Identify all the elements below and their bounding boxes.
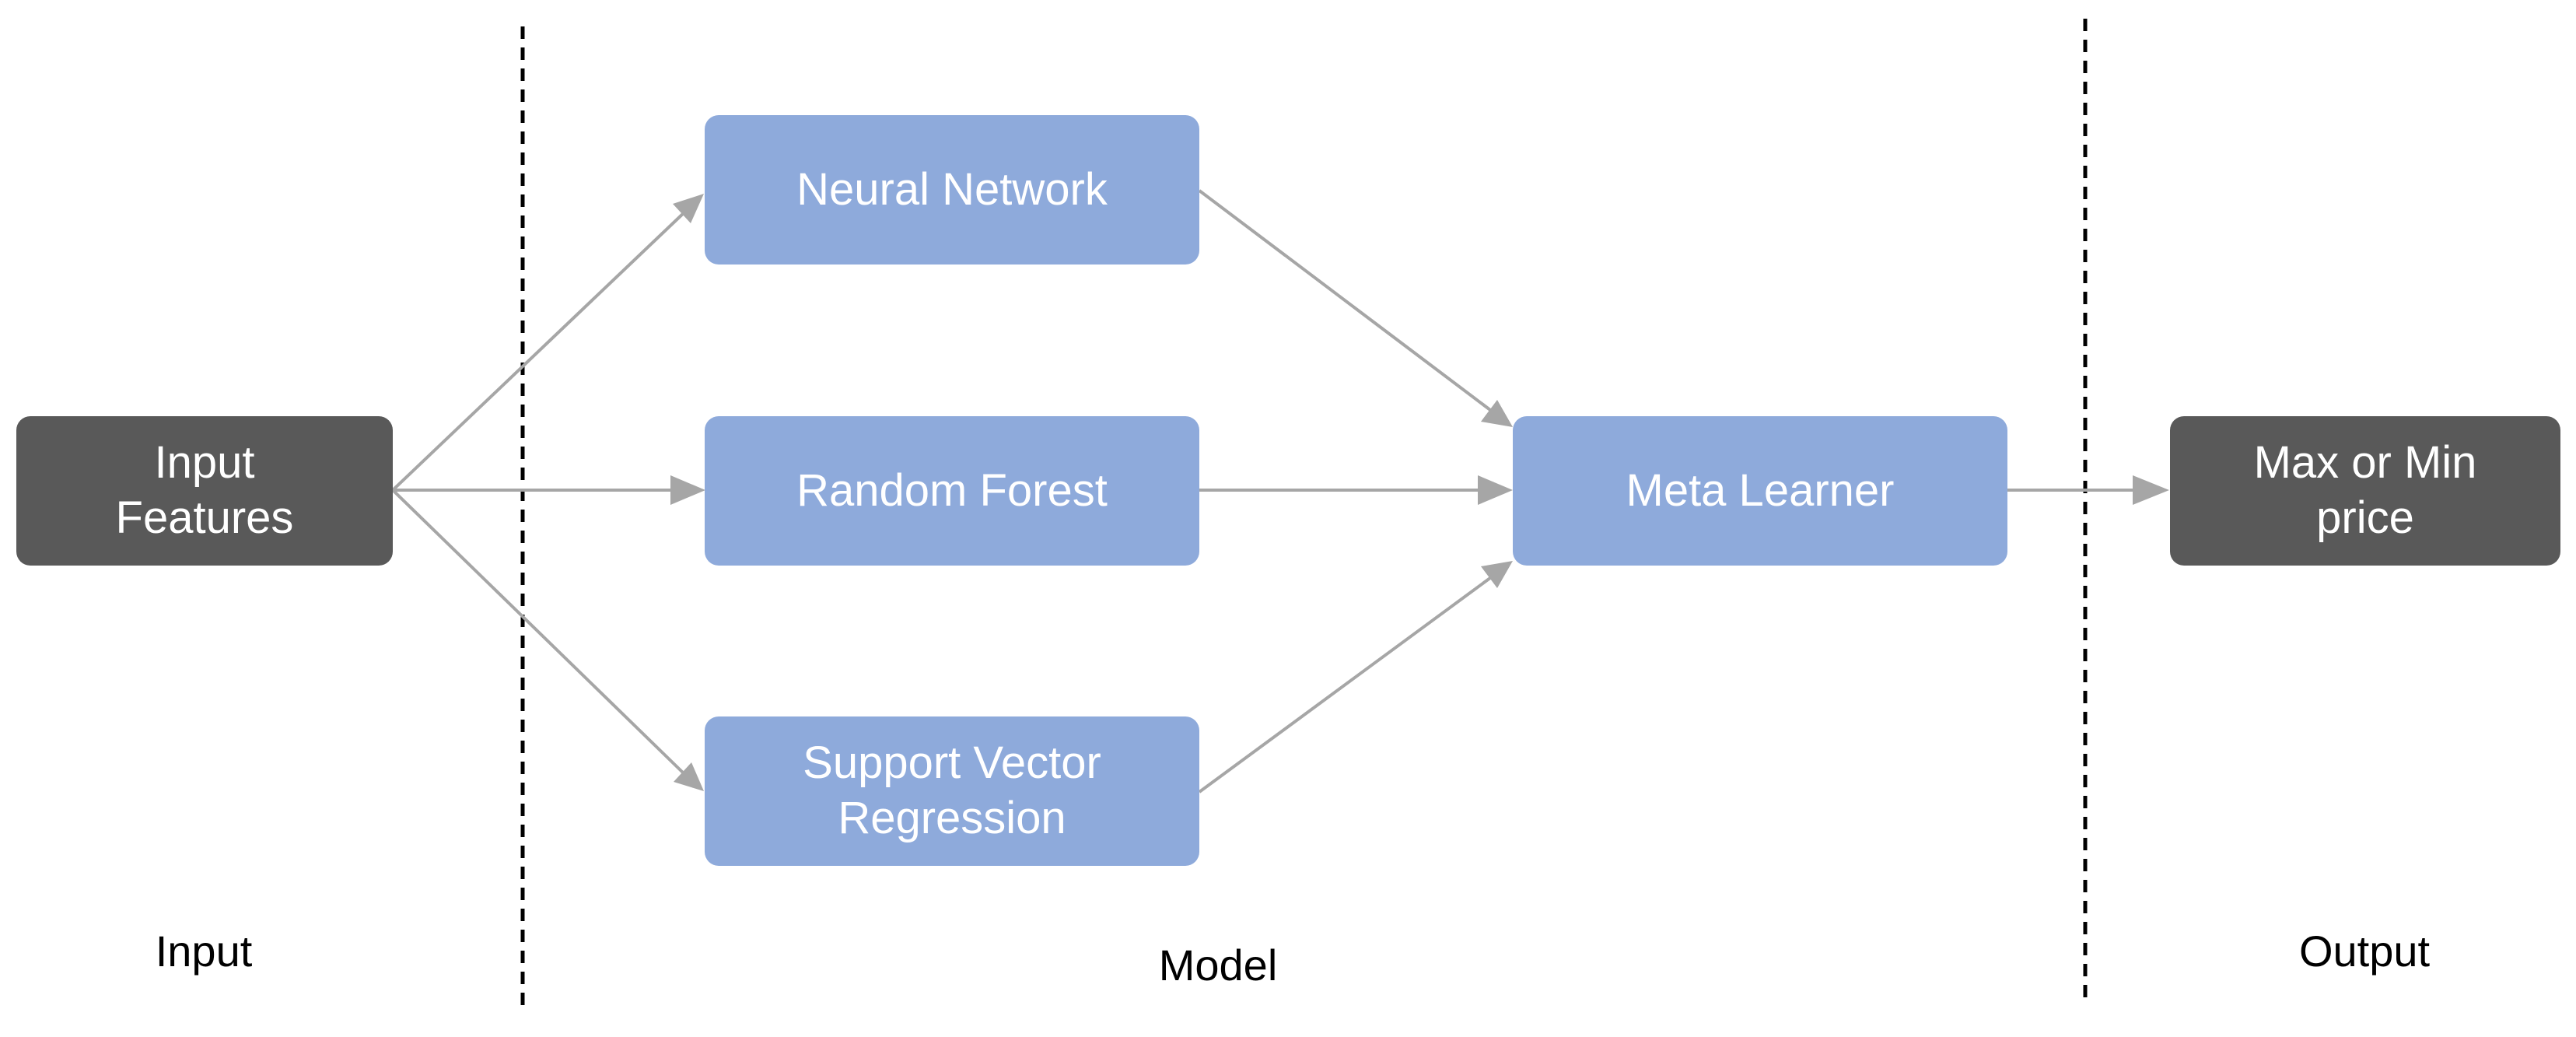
edge-meta-learner-to-output bbox=[2007, 475, 2169, 505]
svr-label: Support Vector Regression bbox=[803, 737, 1101, 843]
input-features-node: Input Features bbox=[16, 416, 393, 566]
edge-neural-network-to-meta-learner bbox=[1198, 189, 1513, 427]
output-label: Max or Min price bbox=[2253, 437, 2477, 543]
stage-label-model: Model bbox=[1158, 941, 1278, 990]
meta-learner-node: Meta Learner bbox=[1513, 416, 2007, 566]
neural-network-node: Neural Network bbox=[705, 115, 1199, 265]
edge-svr-to-meta-learner bbox=[1198, 561, 1513, 794]
random-forest-node: Random Forest bbox=[705, 416, 1199, 566]
input-features-label: Input Features bbox=[115, 437, 294, 543]
stage-label-output: Output bbox=[2298, 927, 2431, 976]
neural-network-label: Neural Network bbox=[796, 163, 1108, 215]
meta-learner-label: Meta Learner bbox=[1626, 464, 1895, 516]
stage-label-input: Input bbox=[155, 927, 253, 976]
svr-node: Support Vector Regression bbox=[705, 716, 1199, 866]
random-forest-label: Random Forest bbox=[796, 464, 1108, 516]
edge-input-to-random-forest bbox=[393, 475, 705, 505]
edge-random-forest-to-meta-learner bbox=[1199, 475, 1513, 505]
edge-input-to-neural-network bbox=[391, 194, 704, 492]
output-node: Max or Min price bbox=[2170, 416, 2560, 566]
edge-input-to-svr bbox=[391, 489, 704, 791]
